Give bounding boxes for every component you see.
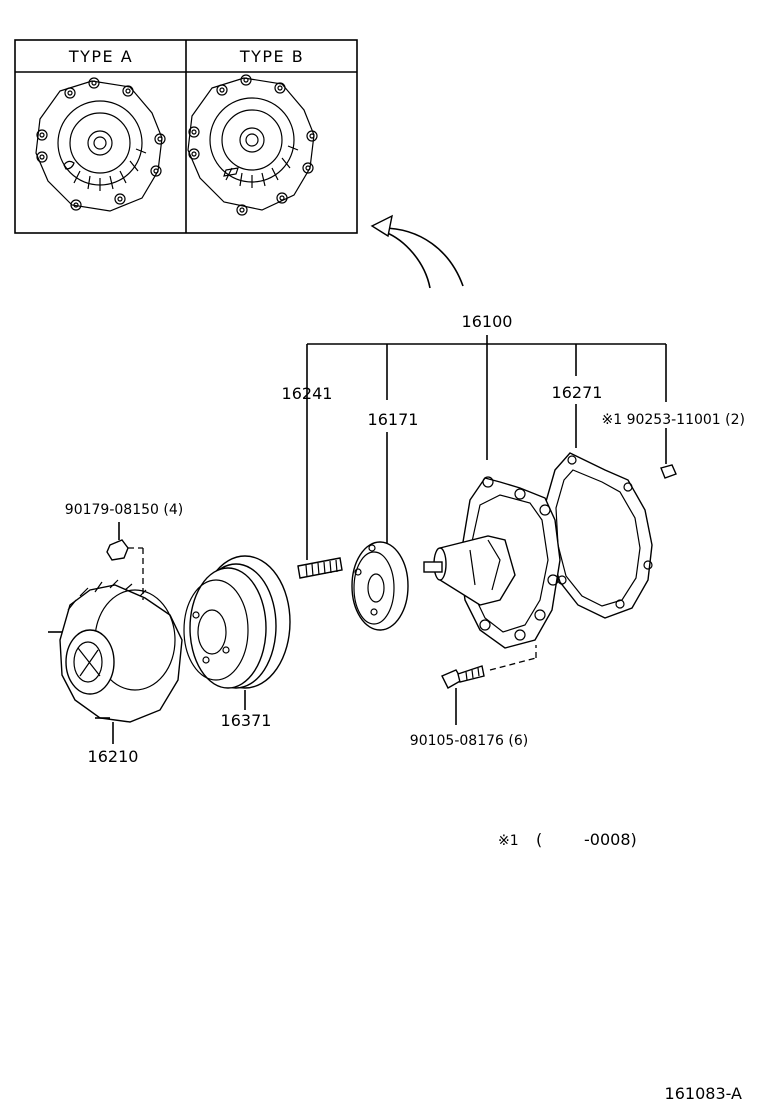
label-fan-nut-90179: 90179-08150 (4) [65, 502, 183, 518]
footnote-range: -0008) [584, 830, 637, 849]
plug-90253-drawing [660, 464, 677, 479]
label-plug-90253: ※1 90253-11001 (2) [602, 412, 746, 428]
type-b-label: TYPE B [239, 47, 304, 66]
footnote-mark: ※1 [498, 833, 519, 849]
gasket-16271-drawing [544, 452, 653, 619]
assembly-bracket [306, 335, 667, 560]
type-inset-box: TYPE A TYPE B [14, 39, 358, 234]
bolt-90105-drawing [441, 645, 537, 725]
label-16271: 16271 [552, 383, 603, 402]
type-b-pump-drawing [187, 74, 318, 216]
nut-90179-drawing [106, 522, 144, 600]
footnote-open-paren: ( [536, 830, 542, 849]
fan-coupling-16210-drawing [48, 579, 183, 723]
stud-16241-drawing [297, 557, 343, 579]
label-pump-bolt-90105: 90105-08176 (6) [410, 733, 528, 749]
flange-16171-drawing [351, 541, 409, 631]
inset-reference-arrow [370, 214, 464, 289]
type-a-label: TYPE A [68, 47, 133, 66]
label-16210: 16210 [88, 747, 139, 766]
label-16371: 16371 [221, 711, 272, 730]
label-16241: 16241 [282, 384, 333, 403]
pulley-16371-drawing [183, 555, 291, 689]
type-a-pump-drawing [35, 77, 166, 212]
water-pump-body-drawing [423, 476, 561, 649]
label-16171: 16171 [368, 410, 419, 429]
label-16100: 16100 [462, 312, 513, 331]
diagram-id: 161083-A [665, 1084, 743, 1103]
